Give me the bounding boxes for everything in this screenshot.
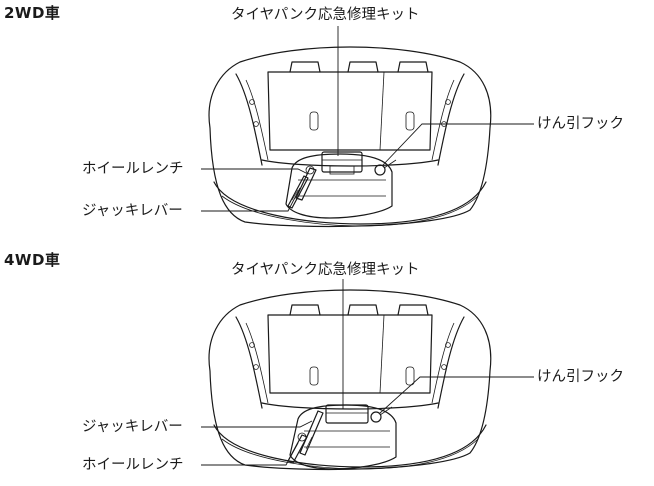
section-heading-2wd: 2WD車 — [4, 4, 61, 22]
label-tow-hook-2wd: けん引フック — [537, 116, 624, 132]
vehicle-rear-outline — [208, 289, 492, 471]
tire-repair-kit-box — [321, 151, 363, 175]
tire-repair-kit-box — [325, 404, 369, 424]
label-wheel-wrench-2wd: ホイールレンチ — [82, 161, 184, 177]
vehicle-rear-outline — [208, 46, 492, 228]
tow-hook-part — [370, 406, 393, 423]
trunk-diagram-4wd — [201, 279, 534, 471]
spare-tray — [289, 404, 397, 470]
leader-jack-lever — [201, 420, 313, 428]
label-wheel-wrench-4wd: ホイールレンチ — [82, 457, 184, 473]
trunk-diagram-2wd — [201, 26, 534, 228]
label-jack-lever-2wd: ジャッキレバー — [82, 203, 183, 219]
tow-hook-part — [374, 159, 397, 176]
wheel-wrench-part — [295, 165, 317, 201]
wheel-wrench-part — [287, 432, 308, 464]
label-repair-kit-4wd: タイヤパンク応急修理キット — [231, 262, 420, 278]
leader-jack-lever — [201, 187, 301, 212]
jack-lever-part — [287, 175, 309, 209]
leader-tow-hook — [379, 376, 534, 414]
leader-tow-hook — [381, 123, 534, 167]
label-repair-kit-2wd: タイヤパンク応急修理キット — [231, 7, 420, 23]
label-tow-hook-4wd: けん引フック — [537, 369, 624, 385]
leader-wheel-wrench — [201, 442, 299, 466]
leader-wheel-wrench — [201, 168, 309, 175]
spare-tray — [285, 153, 393, 219]
section-heading-4wd: 4WD車 — [4, 251, 61, 269]
label-jack-lever-4wd: ジャッキレバー — [82, 419, 183, 435]
